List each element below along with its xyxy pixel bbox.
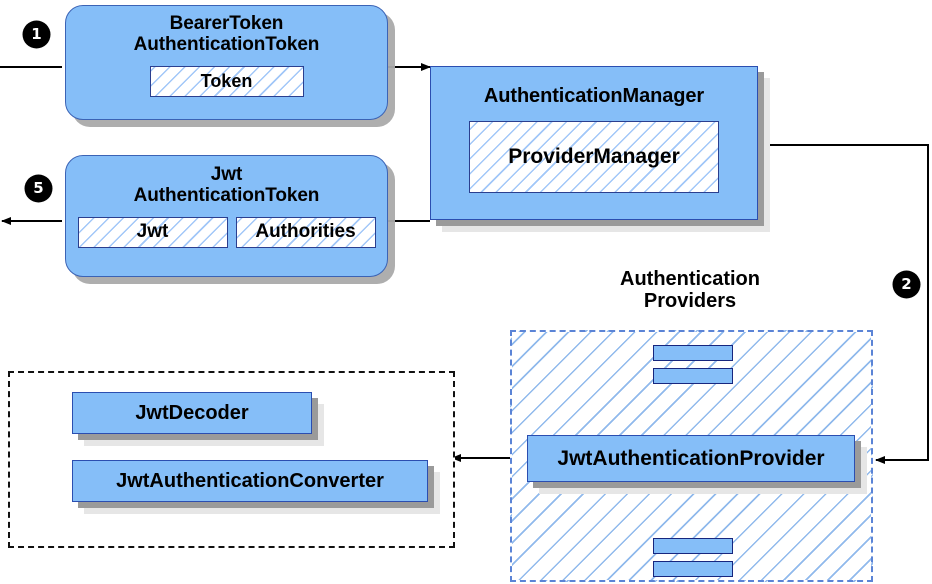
node-authentication-manager[interactable]: AuthenticationManager ProviderManager xyxy=(430,66,758,220)
jwt-token-title-line1: Jwt xyxy=(210,164,243,185)
provider-bar-bottom-2 xyxy=(653,561,733,577)
providers-group-label: Authentication Providers xyxy=(560,268,820,313)
node-jwt-authentication-provider[interactable]: JwtAuthenticationProvider xyxy=(527,435,855,482)
slot-authorities: Authorities xyxy=(235,216,376,248)
jwt-token-title: Jwt AuthenticationToken xyxy=(134,164,320,207)
provider-bar-top-1 xyxy=(653,345,733,361)
jwt-token-title-line2: AuthenticationToken xyxy=(133,185,320,207)
node-jwt-decoder[interactable]: JwtDecoder xyxy=(72,392,312,434)
bearer-token-title: BearerToken AuthenticationToken xyxy=(134,13,320,56)
step-badge-1: 1 xyxy=(24,22,49,47)
jwt-token-slot-row: Jwt Authorities xyxy=(77,216,376,248)
authentication-manager-title: AuthenticationManager xyxy=(483,85,705,107)
jwt-decoder-label: JwtDecoder xyxy=(135,401,249,424)
bearer-token-title-line2: AuthenticationToken xyxy=(133,34,320,56)
provider-bar-bottom-1 xyxy=(653,538,733,554)
jwt-authentication-converter-label: JwtAuthenticationConverter xyxy=(116,469,384,492)
providers-group-label-line2: Providers xyxy=(643,290,737,313)
node-jwt-authentication-token[interactable]: Jwt AuthenticationToken Jwt Authorities xyxy=(65,155,388,277)
slot-token: Token xyxy=(149,65,304,97)
jwt-authentication-provider-label: JwtAuthenticationProvider xyxy=(557,446,825,470)
provider-bar-top-2 xyxy=(653,368,733,384)
slot-jwt: Jwt xyxy=(77,216,228,248)
node-jwt-authentication-converter[interactable]: JwtAuthenticationConverter xyxy=(72,460,428,502)
step-badge-2: 2 xyxy=(894,272,919,297)
slot-provider-manager: ProviderManager xyxy=(469,121,719,194)
step-badge-5: 5 xyxy=(26,176,51,201)
bearer-token-title-line1: BearerToken xyxy=(169,13,284,34)
providers-group-label-line1: Authentication xyxy=(620,268,760,290)
node-bearer-token-authentication-token[interactable]: BearerToken AuthenticationToken Token xyxy=(65,5,388,120)
